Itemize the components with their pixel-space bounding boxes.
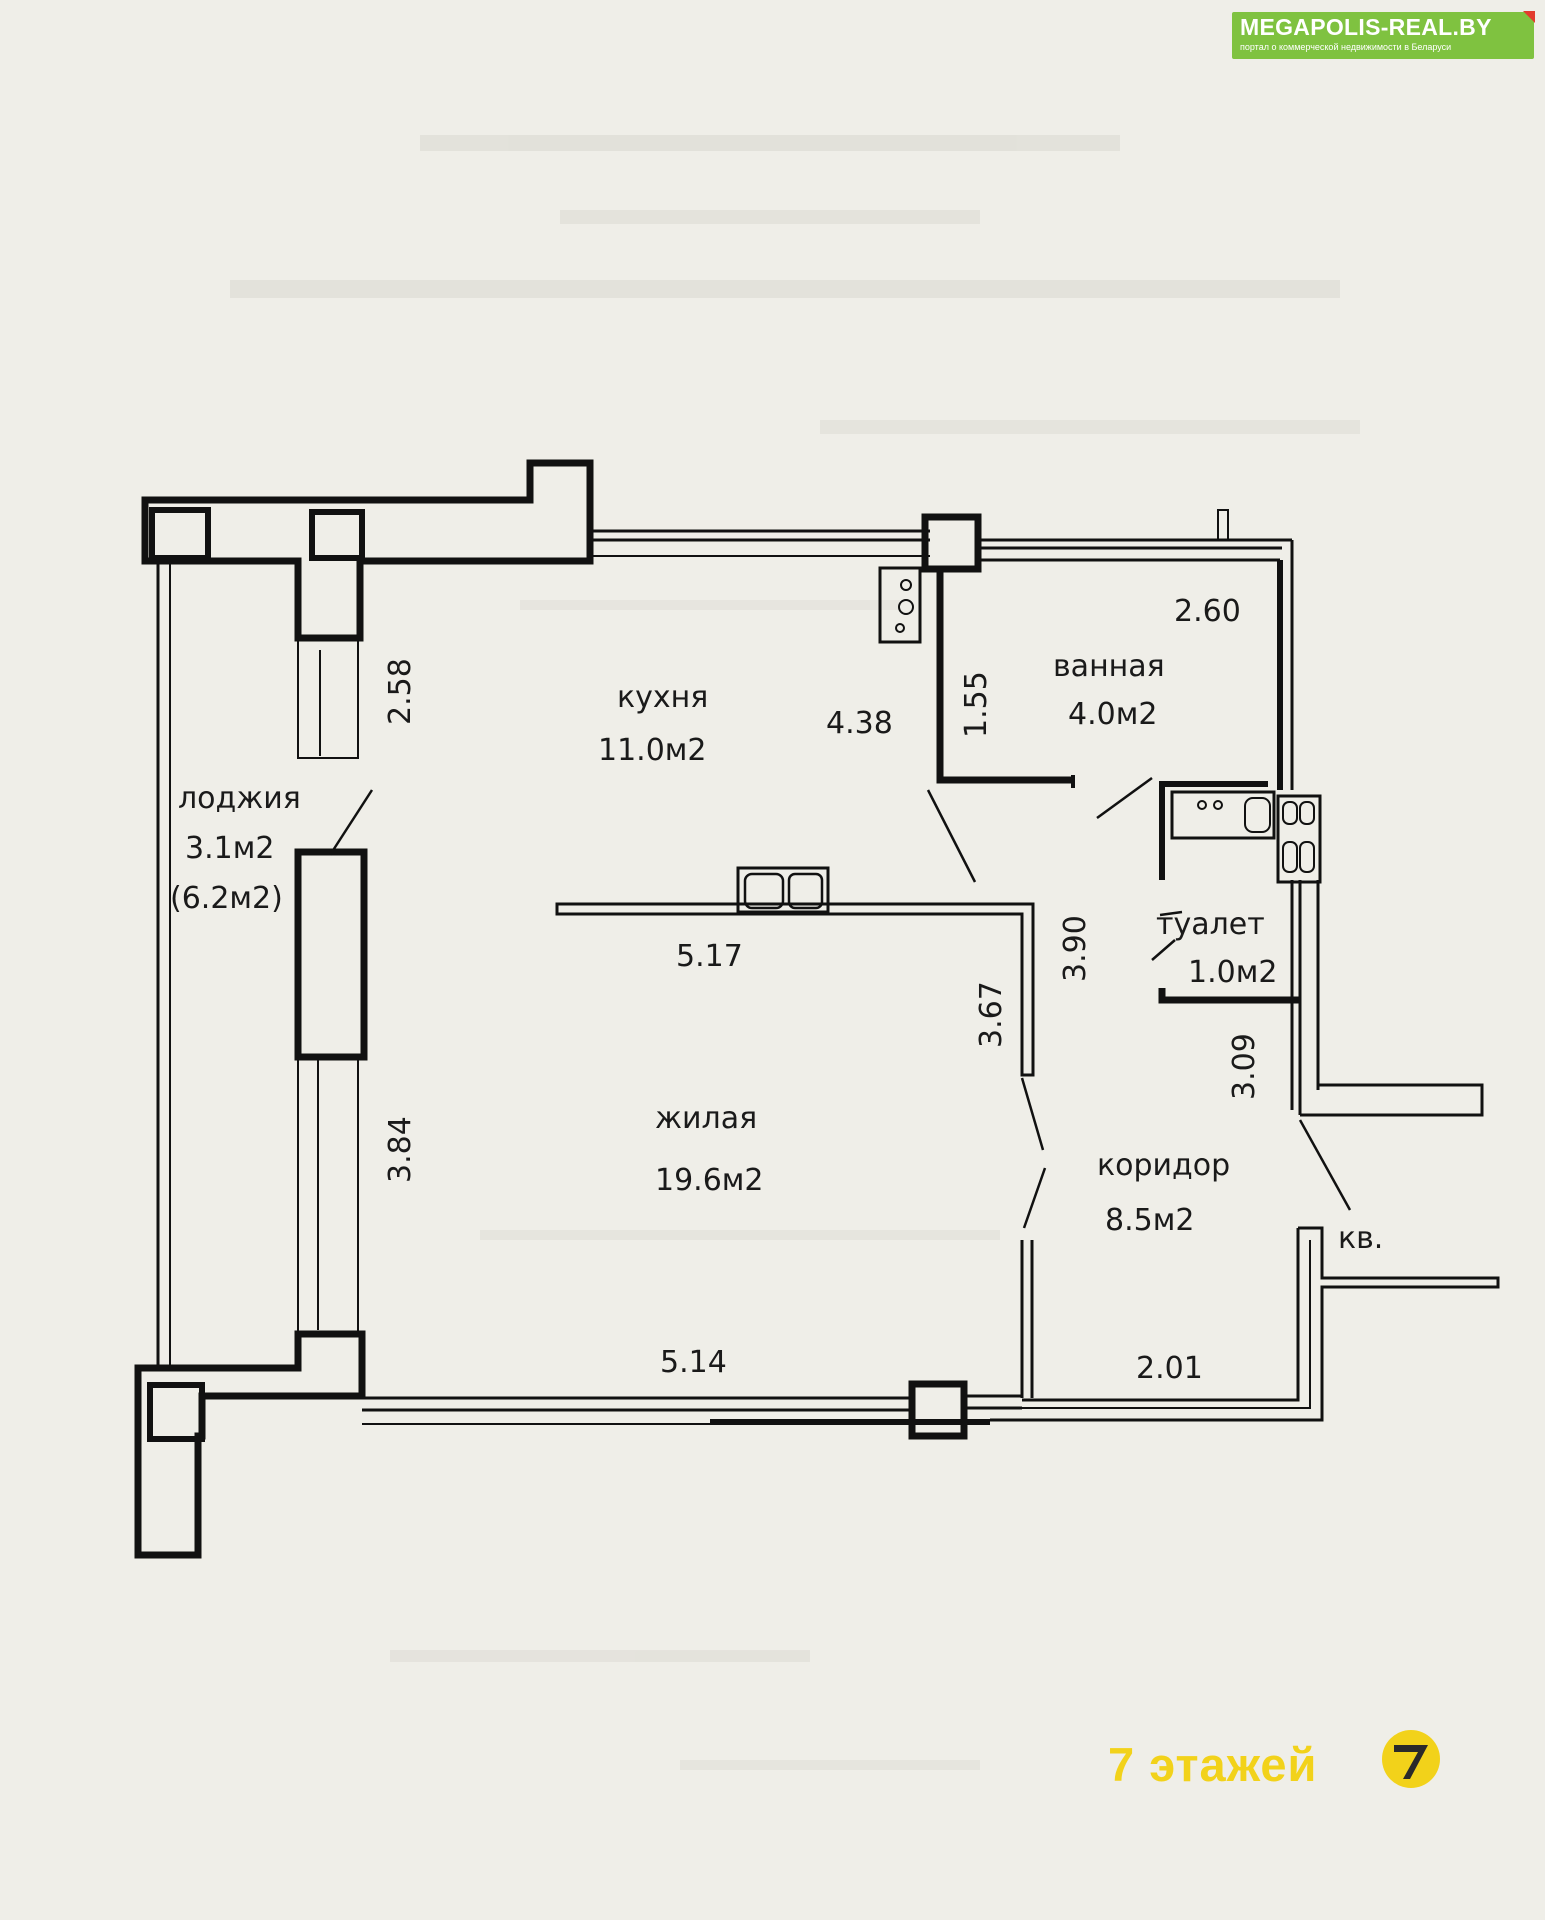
watermark-title: MEGAPOLIS-REAL.BY: [1240, 14, 1492, 40]
kitchen-area: 11.0м2: [598, 733, 707, 768]
top-left-wall-block: [141, 459, 594, 642]
dim-living-width: 5.14: [660, 1345, 727, 1380]
dim-partition-living: 3.67: [974, 981, 1009, 1048]
bleed-through-texture: [230, 135, 1360, 1770]
living-name: жилая: [655, 1101, 757, 1136]
column-bath-corner: [921, 513, 982, 573]
window-column: [294, 848, 368, 1061]
floors-label: 7 этажей: [1108, 1737, 1318, 1791]
dimension-labels: 2.58 3.84 4.38 1.55 2.60 5.17 3.67 3.90 …: [383, 594, 1262, 1386]
living-area: 19.6м2: [655, 1163, 764, 1198]
kitchen-name: кухня: [617, 680, 708, 715]
bathroom-area: 4.0м2: [1068, 697, 1157, 732]
watermark-subtitle: портал о коммерческой недвижимости в Бел…: [1240, 42, 1452, 52]
seven-circle-icon: [1382, 1730, 1440, 1788]
dim-loggia-lower: 3.84: [383, 1116, 418, 1183]
bathroom-name: ванная: [1053, 649, 1165, 684]
loggia-area-alt: (6.2м2): [170, 881, 283, 916]
corridor-area: 8.5м2: [1105, 1203, 1194, 1238]
fixtures: [736, 566, 1322, 914]
washbasin-icon: [1170, 790, 1276, 840]
dim-toilet-side: 3.09: [1227, 1033, 1262, 1100]
entrance-label: кв.: [1338, 1221, 1383, 1256]
column-bottom-mid: [908, 1380, 968, 1440]
floors-badge: 7 этажей: [1108, 1730, 1440, 1796]
column-bottom-left: [147, 1382, 205, 1442]
watermark-corner-mark: [1523, 11, 1535, 23]
dim-bath-depth: 1.55: [959, 671, 994, 738]
room-labels: кухня 11.0м2 ванная 4.0м2 лоджия 3.1м2 (…: [170, 649, 1383, 1256]
site-watermark-badge: MEGAPOLIS-REAL.BY портал о коммерческой …: [1232, 11, 1535, 59]
stove-icon: [878, 566, 922, 644]
loggia-area: 3.1м2: [185, 831, 274, 866]
walls: [134, 459, 1500, 1559]
dim-kitchen-width: 5.17: [676, 939, 743, 974]
dim-kitchen-depth: 4.38: [826, 706, 893, 741]
toilet-area: 1.0м2: [1188, 955, 1277, 990]
column-top-left: [149, 507, 211, 561]
kitchen-sink-icon: [736, 866, 830, 914]
window-upper: [297, 637, 359, 759]
dim-partition-corridor: 3.90: [1058, 915, 1093, 982]
toilet-name: туалет: [1156, 907, 1265, 942]
loggia-name: лоджия: [178, 781, 301, 816]
utility-stack-icon: [1276, 794, 1322, 884]
dim-loggia-upper: 2.58: [383, 658, 418, 725]
column-top-mid: [309, 509, 365, 561]
door-swings: [328, 776, 1352, 1229]
dim-bath-width: 2.60: [1174, 594, 1241, 629]
dim-corridor-width: 2.01: [1136, 1351, 1203, 1386]
corridor-name: коридор: [1097, 1148, 1230, 1183]
